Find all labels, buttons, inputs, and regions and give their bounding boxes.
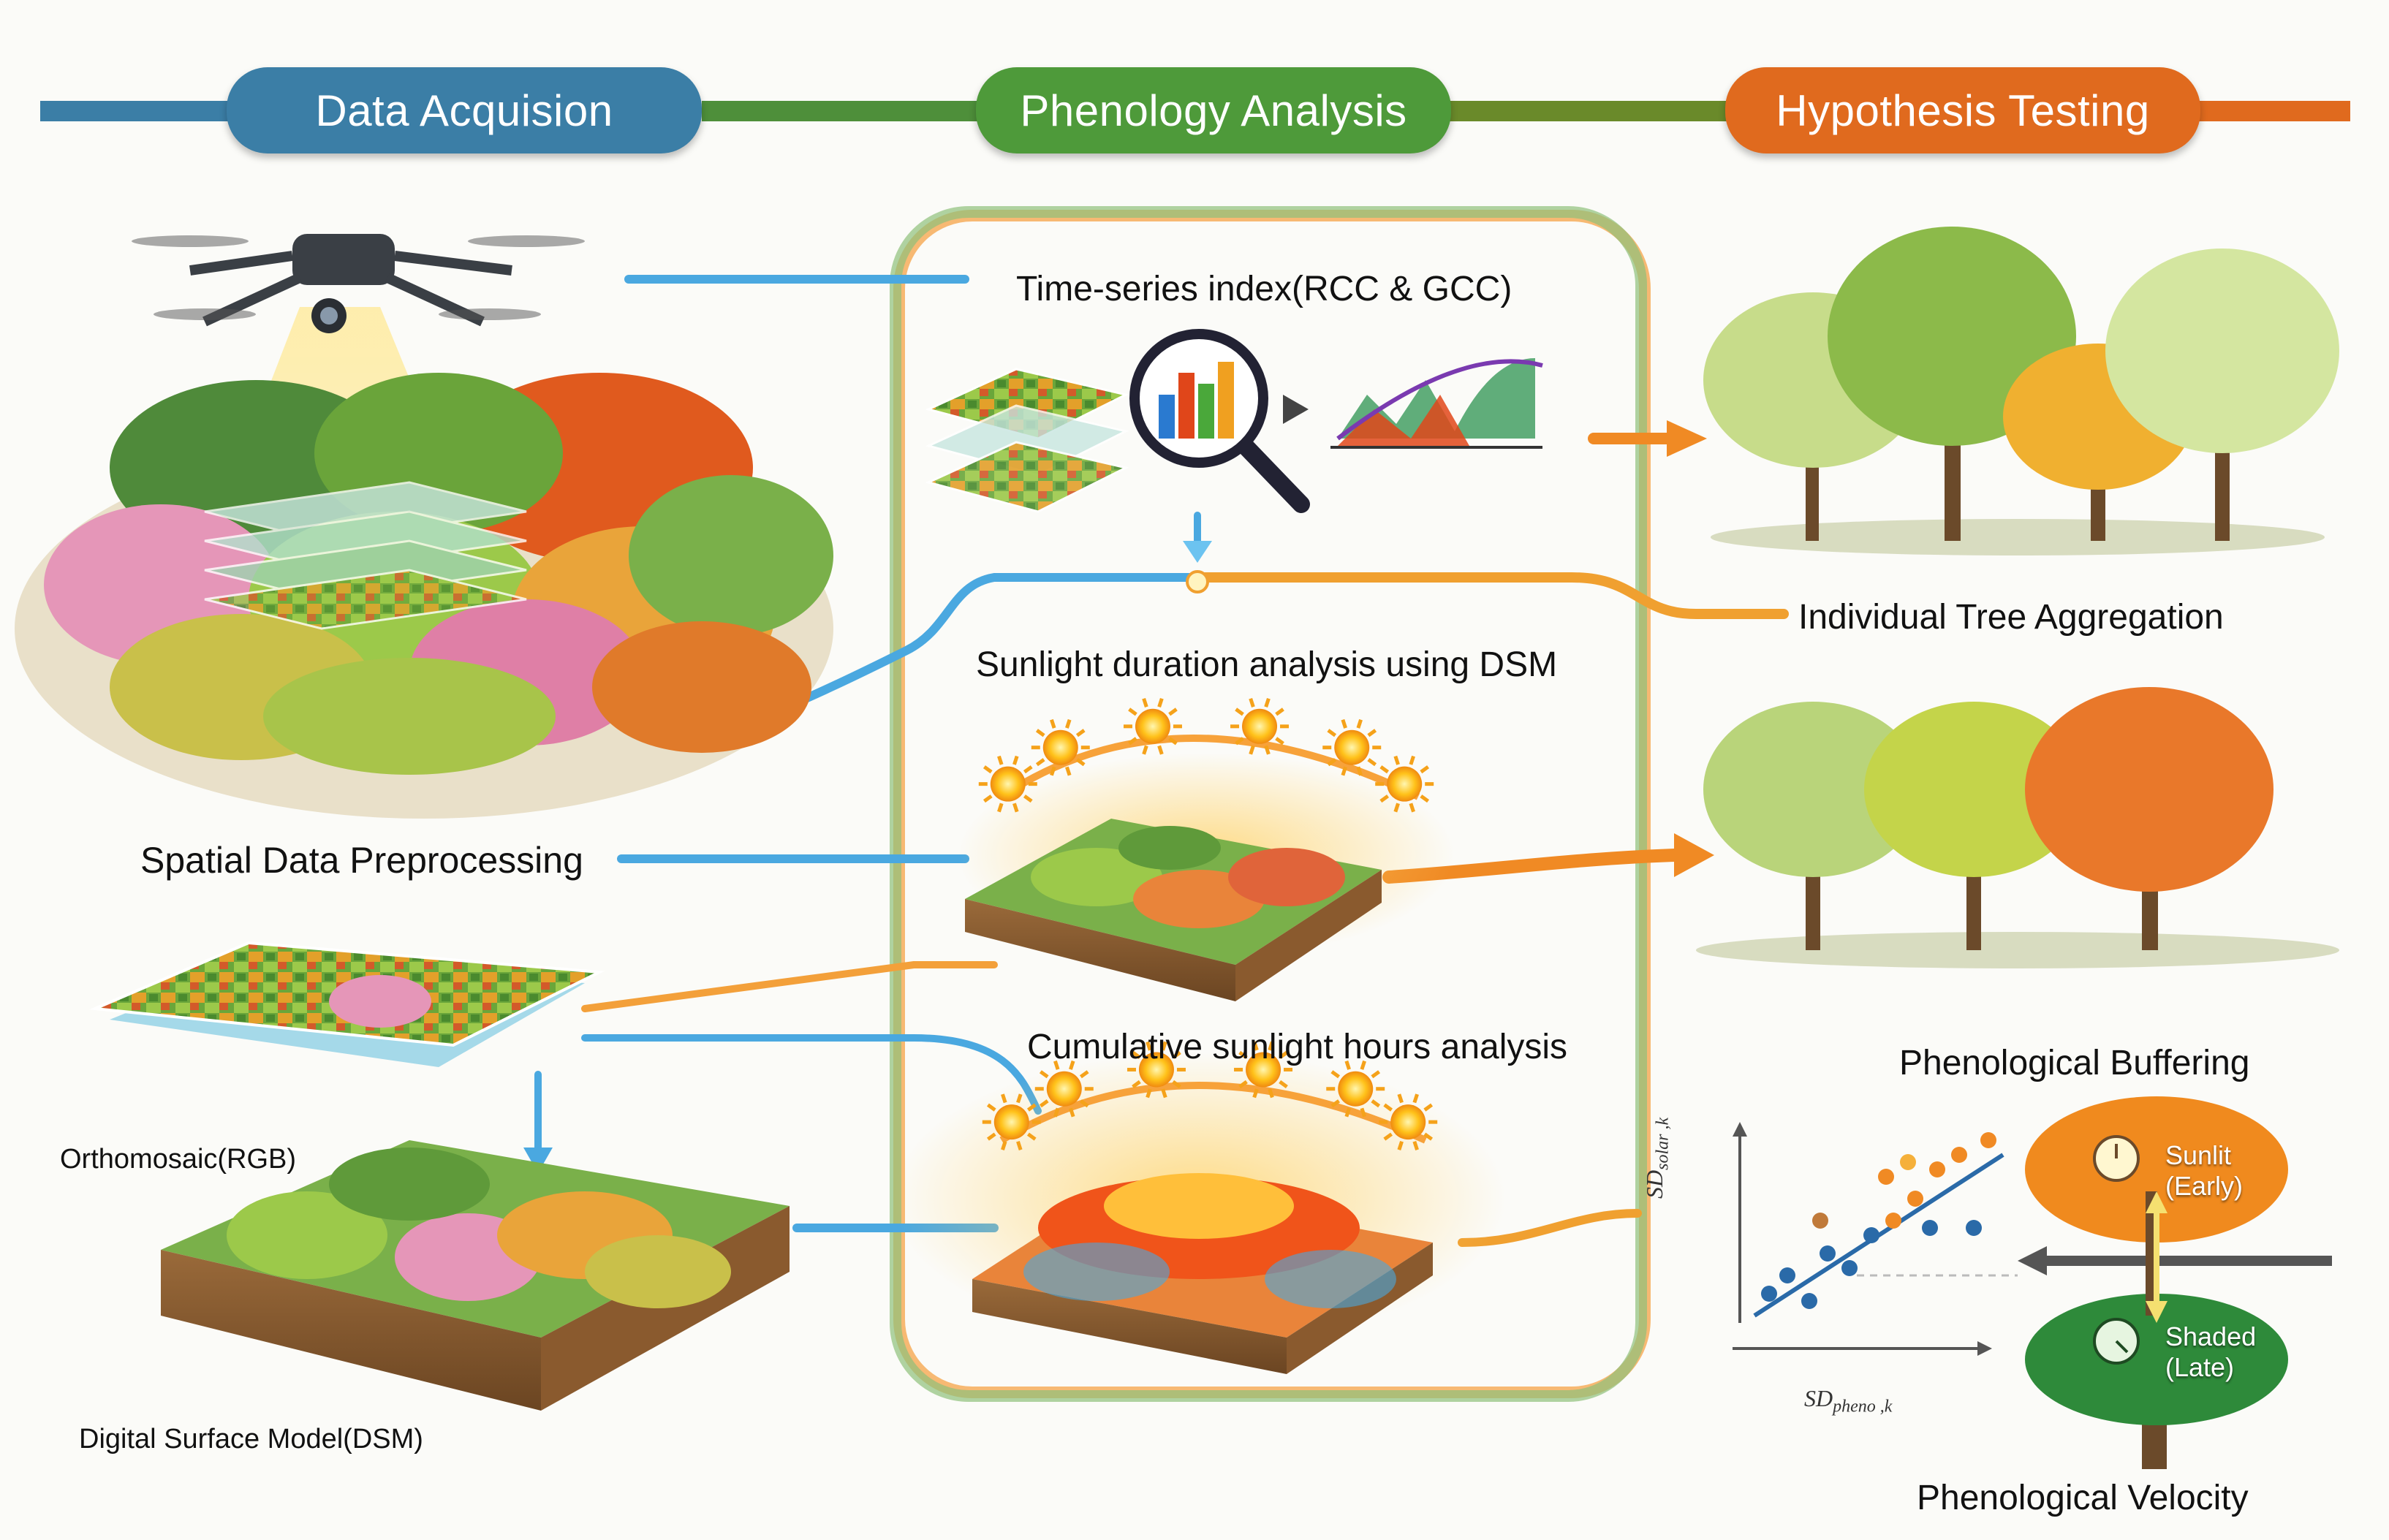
scatter-plot — [1733, 1122, 2018, 1356]
stage-phenology-analysis: Phenology Analysis — [976, 67, 1451, 153]
raster-stack-icon — [928, 369, 1126, 512]
stage-hypothesis-testing-label: Hypothesis Testing — [1776, 86, 2150, 136]
scatter-point — [1929, 1161, 1945, 1177]
arrow-to-aggregation-trees — [1667, 420, 1707, 457]
scatter-point — [1863, 1227, 1879, 1243]
aggregation-trees-icon — [1703, 227, 2339, 555]
magnifier-bar-chart-icon — [1135, 334, 1301, 504]
sunlit-sub: (Early) — [2165, 1171, 2243, 1202]
phenology-curve-icon — [1330, 358, 1542, 447]
arrow-down-sunlight — [1183, 541, 1212, 563]
dsm-icon — [161, 1140, 790, 1411]
dsm-label: Digital Surface Model(DSM) — [79, 1424, 423, 1455]
aggregation-label: Individual Tree Aggregation — [1798, 597, 2224, 637]
header-line-left — [40, 101, 230, 121]
scatter-point — [1885, 1213, 1901, 1229]
y-axis-label: SDsolar ,k — [1641, 1118, 1673, 1199]
stage-data-acquisition-label: Data Acquision — [315, 86, 613, 136]
velocity-label: Phenological Velocity — [1917, 1478, 2249, 1518]
buffering-label: Phenological Buffering — [1899, 1043, 2249, 1083]
scatter-point — [1779, 1267, 1795, 1283]
x-axis-main: SD — [1804, 1385, 1833, 1411]
header-line-mid — [702, 101, 980, 121]
y-axis-sub: solar ,k — [1653, 1118, 1672, 1170]
scatter-point — [1812, 1213, 1828, 1229]
stage-hypothesis-testing: Hypothesis Testing — [1725, 67, 2200, 153]
scatter-point — [1761, 1286, 1777, 1302]
scatter-point — [1801, 1293, 1817, 1309]
scatter-point — [1966, 1220, 1982, 1236]
x-axis-label: SDpheno ,k — [1804, 1385, 1892, 1416]
shaded-tag: Shaded (Late) — [2165, 1321, 2256, 1383]
stage-phenology-analysis-label: Phenology Analysis — [1020, 86, 1406, 136]
time-series-label: Time-series index(RCC & GCC) — [1016, 269, 1512, 309]
scatter-point — [1841, 1260, 1858, 1276]
shaded-label: Shaded — [2165, 1321, 2256, 1352]
orthomosaic-icon — [95, 943, 599, 1067]
flow-to-aggregation — [1199, 577, 1784, 614]
buffering-trees-icon — [1696, 687, 2339, 968]
duration-terrain-icon — [958, 738, 1455, 1001]
scatter-point — [1820, 1245, 1836, 1262]
scatter-point — [1951, 1147, 1967, 1163]
forest-canopy-icon — [15, 373, 833, 819]
flow-ortho-to-duration — [585, 965, 994, 1009]
shaded-sub: (Late) — [2165, 1352, 2256, 1383]
sunlight-duration-label: Sunlight duration analysis using DSM — [976, 645, 1557, 685]
cumulative-label: Cumulative sunlight hours analysis — [1027, 1027, 1567, 1067]
header-line-mid2 — [1447, 101, 1733, 121]
arrow-to-buffering-trees — [1674, 833, 1714, 877]
scatter-point — [1878, 1169, 1894, 1185]
x-axis-sub: pheno ,k — [1833, 1397, 1892, 1416]
sunlit-label: Sunlit — [2165, 1140, 2243, 1171]
scatter-point — [1900, 1154, 1916, 1170]
scatter-point — [1907, 1191, 1923, 1207]
velocity-tree-icon — [2025, 1096, 2288, 1469]
y-axis-arrow — [1733, 1122, 1747, 1137]
x-axis-arrow — [1977, 1341, 1992, 1356]
junction-node — [1187, 572, 1208, 592]
flow-ortho-to-cumulative — [585, 1038, 1038, 1111]
scatter-point — [1922, 1220, 1938, 1236]
y-axis-main: SD — [1641, 1170, 1667, 1199]
sunlit-tag: Sunlit (Early) — [2165, 1140, 2243, 1202]
header-line-right — [2193, 101, 2350, 121]
arrow-to-curve — [1283, 395, 1309, 424]
preprocessing-label: Spatial Data Preprocessing — [140, 839, 583, 881]
arrow-left-buffer — [2018, 1246, 2332, 1275]
scatter-point — [1980, 1132, 1996, 1148]
stage-data-acquisition: Data Acquision — [227, 67, 702, 153]
orthomosaic-label: Orthomosaic(RGB) — [60, 1144, 296, 1175]
